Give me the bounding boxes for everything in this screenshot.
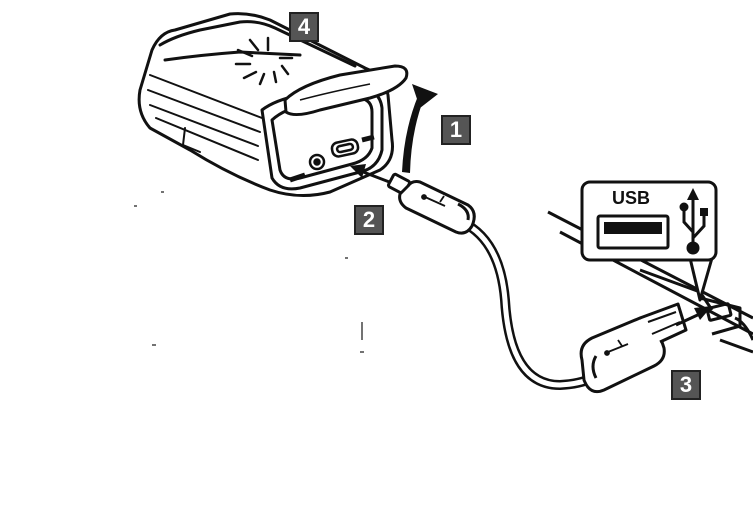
stray-marks [134,191,364,353]
indicator-light-blink [234,36,294,86]
usb-callout [580,180,718,302]
micro-usb-port [330,138,360,158]
usb-a-plug [579,302,688,394]
port-cover-flap [283,64,409,117]
step-badge-4: 4 [289,12,319,42]
lift-flap-arrow [402,84,438,173]
step-badge-1: 1 [441,115,471,145]
micro-usb-plug [386,172,476,235]
audio-port [308,153,326,171]
usb-cable [457,217,597,391]
usb-trident-icon [679,188,708,255]
step-badge-3: 3 [671,370,701,400]
insert-micro-usb-arrow [350,164,393,185]
usb-callout-label: USB [612,188,651,208]
step-badge-2: 2 [354,205,384,235]
computer-usb-port [705,302,733,322]
device-body [137,12,394,197]
device-ports [289,134,375,183]
